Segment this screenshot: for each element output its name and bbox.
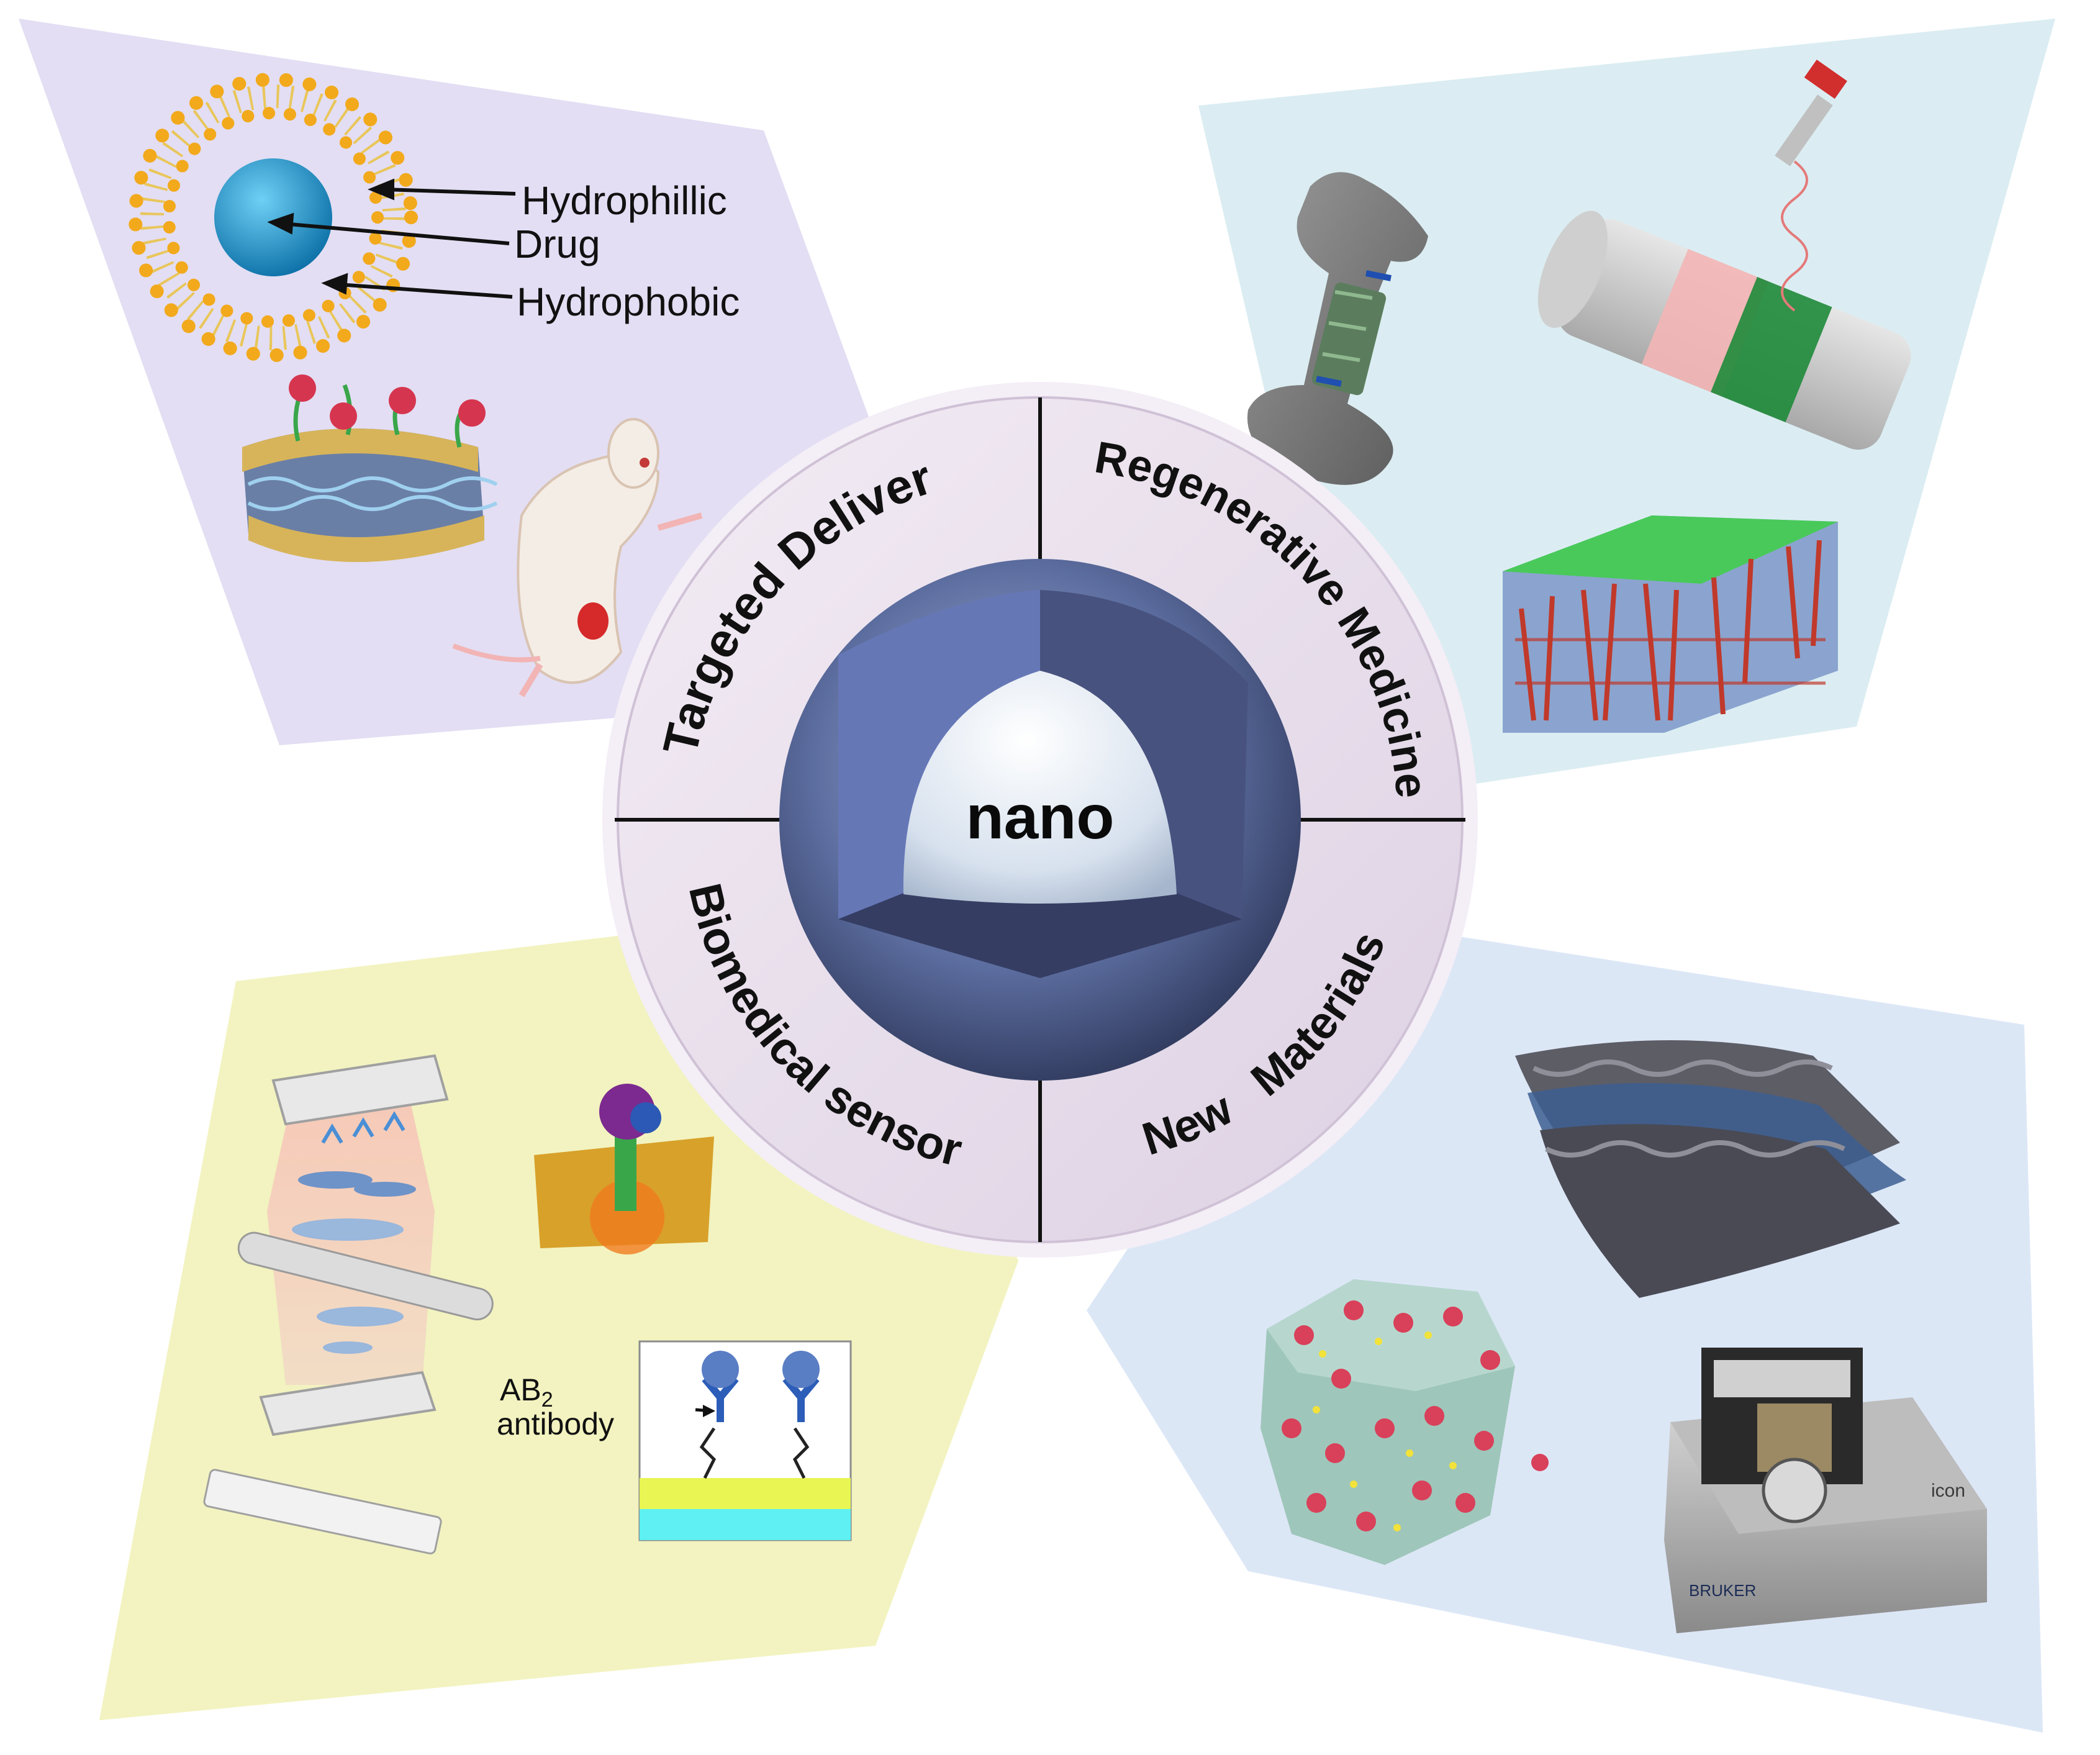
- ab2-main: AB: [500, 1372, 541, 1407]
- liposome-illustration: [129, 73, 418, 362]
- ab2-label: AB2: [500, 1372, 553, 1412]
- antibody-sensor-illustration: [638, 1340, 852, 1541]
- drug-core: [214, 158, 332, 276]
- liposome-arrows: [267, 178, 516, 299]
- electrospinning-illustration: [1537, 60, 1911, 450]
- drug-label: Drug: [514, 222, 600, 266]
- afm-instrument-illustration: BRUKER icon: [1664, 1348, 1987, 1633]
- molecular-model-illustration: [534, 1084, 714, 1254]
- nano-sphere: [779, 559, 1301, 1081]
- hydrophilic-label: Hydrophillic: [522, 178, 727, 223]
- hexagonal-crystal-illustration: [1260, 1279, 1549, 1565]
- brand-label: BRUKER: [1689, 1581, 1756, 1600]
- model-label: icon: [1931, 1481, 1965, 1501]
- mouse-illustration: [452, 418, 703, 697]
- antibody-label: antibody: [497, 1407, 614, 1441]
- bone-scaffold-illustration: [1247, 172, 1428, 485]
- lipid-bilayer-illustration: [242, 374, 498, 562]
- graphene-sheets-illustration: [1515, 1040, 1906, 1298]
- ab2-subscript: 2: [541, 1388, 553, 1412]
- center-label: nano: [966, 782, 1115, 852]
- hydrophobic-label: Hydrophobic: [517, 279, 740, 324]
- sensor-device-illustration: [203, 1054, 494, 1555]
- fibrous-scaffold-illustration: [1503, 515, 1838, 733]
